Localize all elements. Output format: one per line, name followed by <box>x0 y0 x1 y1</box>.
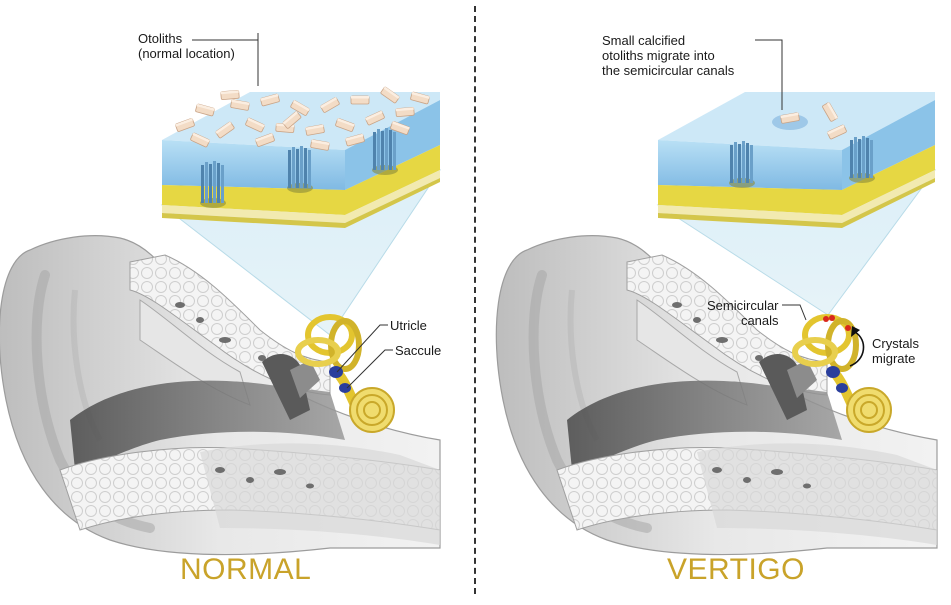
saccule-label: Saccule <box>395 343 442 358</box>
small-otoliths-label: Small calcified otoliths migrate into th… <box>602 33 735 78</box>
panel-divider <box>474 6 476 594</box>
crystal-icon <box>845 325 851 331</box>
crystal-icon <box>823 316 829 322</box>
utricle-label: Utricle <box>390 318 427 333</box>
otoliths-label: Otoliths (normal location) <box>138 31 235 61</box>
crystals-migrate-label: Crystals migrate <box>872 336 919 366</box>
vertigo-panel <box>496 39 937 555</box>
arrow-head-icon <box>851 326 860 337</box>
macula-block-vertigo <box>658 92 935 228</box>
semicircular-canals-label: Semicircular canals <box>707 298 779 328</box>
crystal-icon <box>829 315 835 321</box>
migrate-arrow-icon <box>849 331 865 367</box>
hair-bundle-icon <box>729 141 755 188</box>
inner-ear-vertigo <box>792 314 892 433</box>
hair-bundle-icon <box>200 161 226 208</box>
vertigo-title: VERTIGO <box>667 553 805 586</box>
normal-title: NORMAL <box>180 553 312 586</box>
otoliths-migrating <box>772 101 848 140</box>
normal-panel <box>0 33 440 555</box>
hair-bundle-icon <box>849 136 875 183</box>
hair-bundle-icon <box>287 146 313 193</box>
hair-bundle-icon <box>372 128 398 175</box>
